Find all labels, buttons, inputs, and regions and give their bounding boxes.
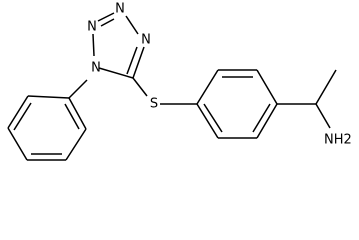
chemical-structure: N N N N S NH2 (7, 2, 352, 161)
bond-n3-n2-double (100, 18, 115, 27)
atom-label-n3: N (115, 2, 125, 17)
bond-ar-6-inner (203, 103, 223, 133)
bond-ch-nh2 (315, 103, 331, 129)
bond-ph-2 (7, 95, 29, 129)
aminoethyl-group (277, 69, 337, 129)
bond-ar-4 (256, 103, 278, 139)
phenyl-ring (7, 79, 88, 161)
bond-c5-n4 (132, 46, 145, 79)
bond-ph-5 (65, 128, 87, 161)
bond-ph-6 (68, 97, 87, 130)
bond-ph-2-inner (13, 102, 32, 131)
bond-c5-n4-double (126, 46, 138, 75)
bond-ar-3 (256, 69, 278, 105)
bond-ph-6-inner (64, 103, 80, 130)
bond-ph-1 (27, 95, 70, 99)
bond-ar-4-inner (252, 103, 271, 133)
bond-n1-c5 (98, 67, 134, 79)
bond-ph-3 (7, 127, 28, 161)
bond-n2-n1 (92, 33, 95, 57)
atom-label-nh2: NH2 (324, 133, 352, 148)
atom-label-n2: N (87, 20, 97, 35)
atom-label-n4: N (141, 33, 151, 48)
atom-label-n1: N (91, 61, 101, 76)
bond-ar-1 (196, 69, 219, 105)
bond-n1-phenyl (68, 79, 88, 99)
bond-ch-methyl (315, 69, 337, 105)
tetrazole-ring (92, 12, 145, 79)
benzene-ring (196, 69, 278, 139)
bond-n3-n2 (97, 12, 115, 22)
atom-label-s: S (150, 97, 158, 112)
bond-ar-6 (196, 103, 219, 139)
bond-n4-n3 (125, 15, 139, 35)
bond-c5-s (132, 77, 148, 97)
thioether-linker (132, 77, 197, 105)
